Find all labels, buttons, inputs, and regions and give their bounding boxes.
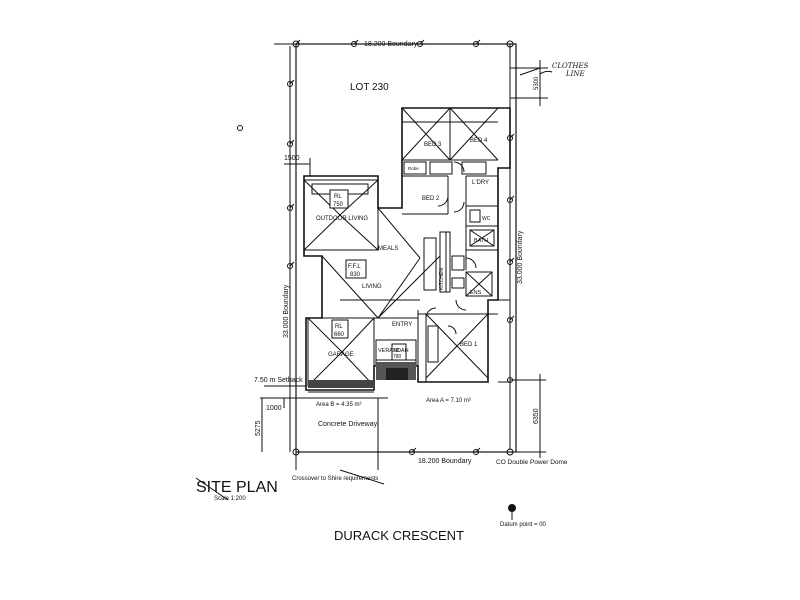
- driveway-label: Concrete Driveway: [318, 421, 378, 428]
- room-lndry: L'DRY: [472, 180, 489, 186]
- street-name: DURACK CRESCENT: [334, 528, 464, 543]
- room-ens: ENS: [470, 290, 482, 296]
- rl-verandah: RL: [394, 348, 401, 354]
- room-wc: WC: [482, 216, 491, 222]
- dim-1500: 1500: [284, 155, 300, 162]
- area-a-label: Area A = 7.10 m²: [426, 398, 471, 404]
- ffl-label: F.F.L: [348, 264, 361, 270]
- power-dome-label: CO Double Power Dome: [496, 459, 568, 466]
- dim-5275: 5275: [255, 420, 262, 436]
- right-boundary-label: 33.000 Boundary: [517, 230, 524, 284]
- room-bed2: BED 2: [422, 196, 440, 202]
- peg-top-right: [506, 40, 514, 48]
- dim-6350: 6350: [533, 408, 540, 424]
- room-outdoor-living: OUTDOOR LIVING: [316, 216, 368, 222]
- clothes-line-label: CLOTHES: [552, 62, 589, 70]
- rl-verandah-value: 780: [393, 354, 402, 360]
- room-robe: Robe: [408, 166, 419, 171]
- room-bath: BATH: [474, 238, 488, 244]
- room-living: LIVING: [362, 284, 382, 290]
- lot-boundary: [295, 43, 517, 453]
- room-meals: MEALS: [378, 246, 398, 252]
- bottom-boundary-label: 18.200 Boundary: [418, 458, 472, 465]
- dim-1000: 1000: [266, 405, 282, 412]
- lot-label: LOT 230: [350, 82, 389, 93]
- crossover-label: Crossover to Shire requirements: [292, 476, 378, 482]
- room-bed1: BED 1: [460, 342, 478, 348]
- room-verandah: VERANDAH: [378, 348, 409, 354]
- peg-bottom-left: [292, 448, 300, 456]
- rl-garage: RL: [335, 324, 343, 330]
- room-garage: GARAGE: [328, 352, 354, 358]
- datum-label: Datum point = 00: [500, 522, 547, 528]
- peg-top-left: [292, 40, 300, 48]
- area-b-label: Area B = 4.35 m²: [316, 402, 362, 408]
- rl-outdoor: RL: [334, 194, 342, 200]
- setback-label: 7.50 m Setback: [254, 377, 303, 384]
- rl-garage-value: 660: [334, 332, 345, 338]
- house-outline: [303, 107, 511, 391]
- dim-5300: 5300: [534, 76, 540, 90]
- top-boundary-label: 18.200 Boundary: [364, 41, 418, 48]
- room-kitchen: KITCHEN: [439, 268, 445, 290]
- rl-outdoor-value: 750: [333, 202, 344, 208]
- peg-bottom-right: [506, 448, 514, 456]
- datum-point-marker: [508, 504, 516, 512]
- scale-label: Scale 1:200: [214, 496, 246, 502]
- room-bed3: BED 3: [424, 142, 442, 148]
- site-plan-title: SITE PLAN: [196, 479, 278, 496]
- ffl-value: 830: [350, 272, 361, 278]
- room-entry: ENTRY: [392, 322, 412, 328]
- left-boundary-label: 33.000 Boundary: [283, 284, 290, 338]
- clothes-line-label-2: LINE: [565, 70, 585, 78]
- room-bed4: BED 4: [470, 138, 488, 144]
